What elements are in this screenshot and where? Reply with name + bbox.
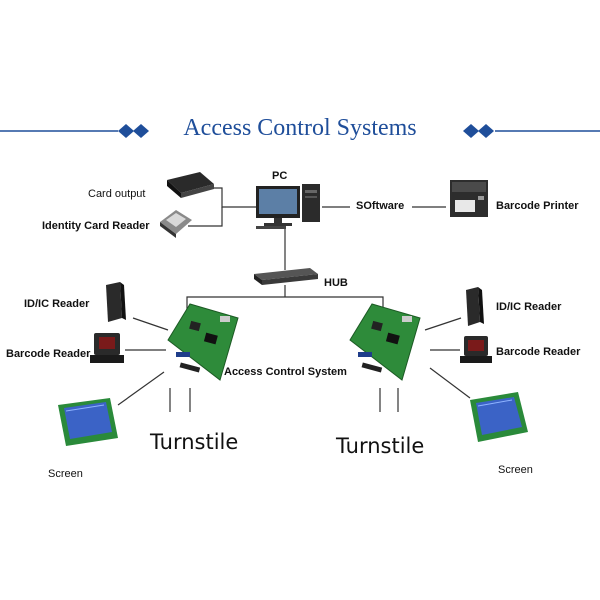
barcode-scanner-icon (90, 333, 124, 363)
label-hub: HUB (324, 277, 348, 289)
label-identity-card-reader: Identity Card Reader (42, 220, 150, 232)
label-software: SOftware (356, 200, 405, 212)
rfid-reader-icon (466, 287, 484, 326)
lcd-screen-icon (470, 392, 528, 442)
label-left-id-ic-reader: ID/IC Reader (24, 298, 90, 310)
title-decoration (0, 124, 600, 138)
controller-board-icon (167, 303, 239, 381)
label-left-turnstile: Turnstile (150, 430, 239, 454)
hub-icon (254, 268, 318, 285)
diamond-icon (133, 124, 149, 138)
diagram-title: Access Control Systems (183, 115, 417, 141)
lcd-screen-icon (58, 398, 118, 446)
controller-board-icon (349, 303, 421, 381)
card-reader-icon (160, 210, 192, 238)
label-right-barcode-reader: Barcode Reader (496, 346, 581, 358)
diamond-icon (118, 124, 134, 138)
label-pc: PC (272, 170, 288, 182)
label-right-screen: Screen (498, 464, 533, 476)
label-right-id-ic-reader: ID/IC Reader (496, 301, 562, 313)
diamond-icon (463, 124, 479, 138)
label-card-output: Card output (88, 188, 146, 200)
label-left-barcode-reader: Barcode Reader (6, 348, 91, 360)
pc-icon (256, 184, 320, 229)
label-right-turnstile: Turnstile (336, 434, 425, 458)
diamond-icon (478, 124, 494, 138)
rfid-reader-icon (106, 282, 126, 322)
card-dispenser-icon (167, 172, 214, 198)
printer-icon (450, 180, 488, 217)
label-left-screen: Screen (48, 468, 83, 480)
label-access-control-system: Access Control System (224, 366, 347, 378)
label-barcode-printer: Barcode Printer (496, 200, 579, 212)
barcode-scanner-icon (460, 336, 492, 363)
